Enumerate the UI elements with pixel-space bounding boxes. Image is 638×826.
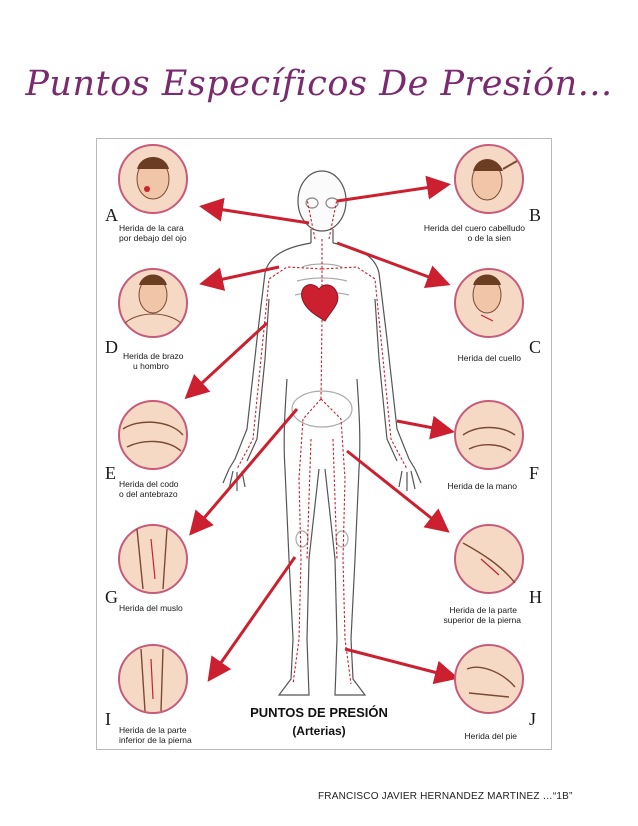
poster-subheading: (Arterias) [292,724,345,738]
point-b-inset [454,144,524,214]
caption-f-line1: Herida de la mano [448,481,518,491]
caption-b-line2: o de la sien [468,233,512,243]
letter-g: G [105,587,118,607]
caption-i-line2: inferior de la pierna [119,735,192,745]
caption-g-line1: Herida del muslo [119,603,183,613]
letter-j: J [529,709,536,729]
letter-e: E [105,463,116,483]
caption-j-line1: Herida del pie [465,731,518,741]
poster-heading: PUNTOS DE PRESIÓN [250,705,388,720]
footer-author: FRANCISCO JAVIER HERNANDEZ MARTINEZ …“1B… [318,791,573,802]
caption-d-line1: Herida de brazo [123,351,184,361]
pressure-points-illustration: A Herida de la cara por debajo del ojo B… [96,138,552,750]
caption-d-line2: u hombro [133,361,169,371]
point-d-inset [118,268,188,338]
point-a-inset [118,144,188,214]
caption-c-line1: Herida del cuello [458,353,522,363]
caption-i-line1: Herida de la parte [119,725,187,735]
artery-network [236,198,408,685]
caption-b-line1: Herida del cuero cabelludo [424,223,525,233]
heart-icon [301,284,339,322]
letter-a: A [105,205,118,225]
page-title: Puntos Específicos De Presión... [25,64,613,104]
point-c-inset [454,268,524,338]
point-g-inset [118,524,188,594]
letter-b: B [529,205,541,225]
letter-d: D [105,337,118,357]
point-f-inset [454,400,524,470]
letter-i: I [105,709,111,729]
letter-c: C [529,337,541,357]
letter-f: F [529,463,539,483]
caption-h-line2: superior de la pierna [444,615,522,625]
point-i-inset [118,644,188,714]
arrows [184,175,459,685]
caption-e-line2: o del antebrazo [119,489,178,499]
point-e-inset [118,400,188,470]
letter-h: H [529,587,542,607]
caption-a-line1: Herida de la cara [119,223,184,233]
caption-a-line2: por debajo del ojo [119,233,187,243]
caption-h-line1: Herida de la parte [449,605,517,615]
point-j-inset [454,644,524,714]
caption-e-line1: Herida del codo [119,479,179,489]
point-h-inset [454,524,524,594]
